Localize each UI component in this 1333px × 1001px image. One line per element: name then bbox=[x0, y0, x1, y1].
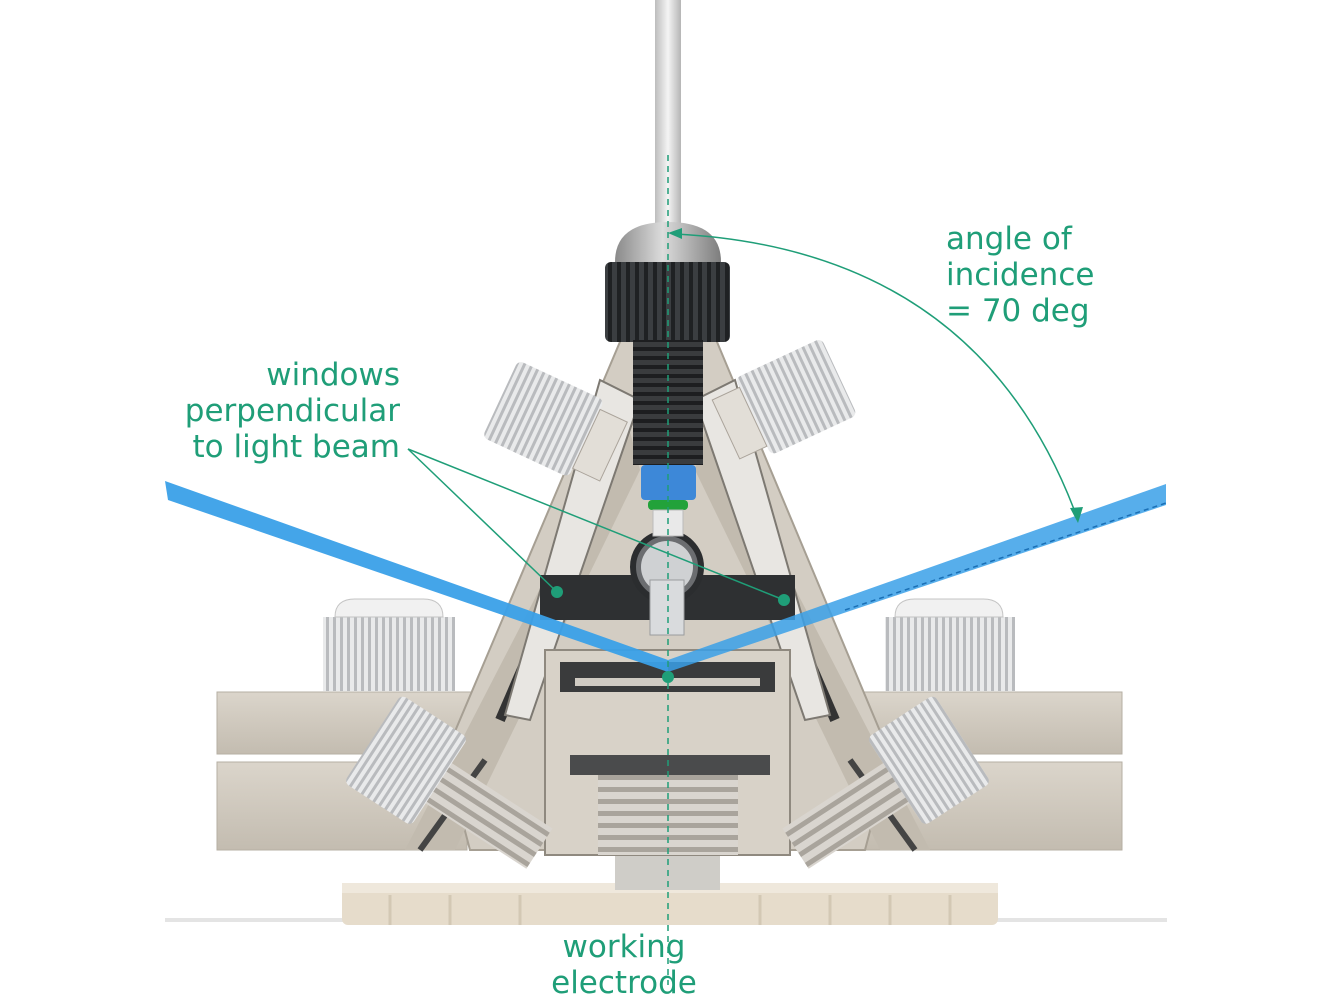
windows-label: windows perpendicular to light beam bbox=[185, 357, 400, 465]
arc-arrow-top bbox=[668, 228, 682, 239]
windows-label-line: windows bbox=[266, 357, 400, 393]
green-o-ring bbox=[648, 500, 688, 510]
windows-label-line: perpendicular bbox=[184, 393, 400, 429]
angle-label-line: incidence bbox=[946, 257, 1095, 293]
angle-label-line: = 70 deg bbox=[946, 293, 1090, 329]
light-beam bbox=[165, 481, 1167, 672]
lower-right-knob bbox=[782, 696, 989, 869]
dome-cap bbox=[615, 222, 721, 262]
we-label-line: working bbox=[562, 929, 686, 965]
lower-left-knob bbox=[346, 696, 553, 869]
window-dot-left bbox=[551, 586, 563, 598]
working-electrode-label: working electrode bbox=[548, 929, 700, 1001]
windows-label-line: to light beam bbox=[192, 429, 400, 465]
upper-right-knob bbox=[711, 340, 856, 460]
window-leader-right bbox=[407, 448, 785, 601]
arc-arrow-bottom bbox=[1070, 507, 1083, 523]
top-rod bbox=[655, 0, 681, 235]
window-leader-left bbox=[407, 448, 558, 593]
angle-label-line: angle of bbox=[946, 221, 1072, 257]
working-electrode-dot bbox=[662, 671, 674, 683]
annotations bbox=[407, 155, 1079, 985]
angle-arc bbox=[675, 233, 1079, 521]
plate-knob-right bbox=[885, 598, 1015, 691]
plate-knob-left bbox=[323, 598, 455, 691]
we-label-line: electrode bbox=[551, 965, 697, 1001]
blue-seal bbox=[641, 465, 696, 500]
window-dot-right bbox=[778, 594, 790, 606]
upper-left-knob bbox=[484, 362, 628, 482]
angle-of-incidence-label: angle of incidence = 70 deg bbox=[946, 221, 1094, 329]
